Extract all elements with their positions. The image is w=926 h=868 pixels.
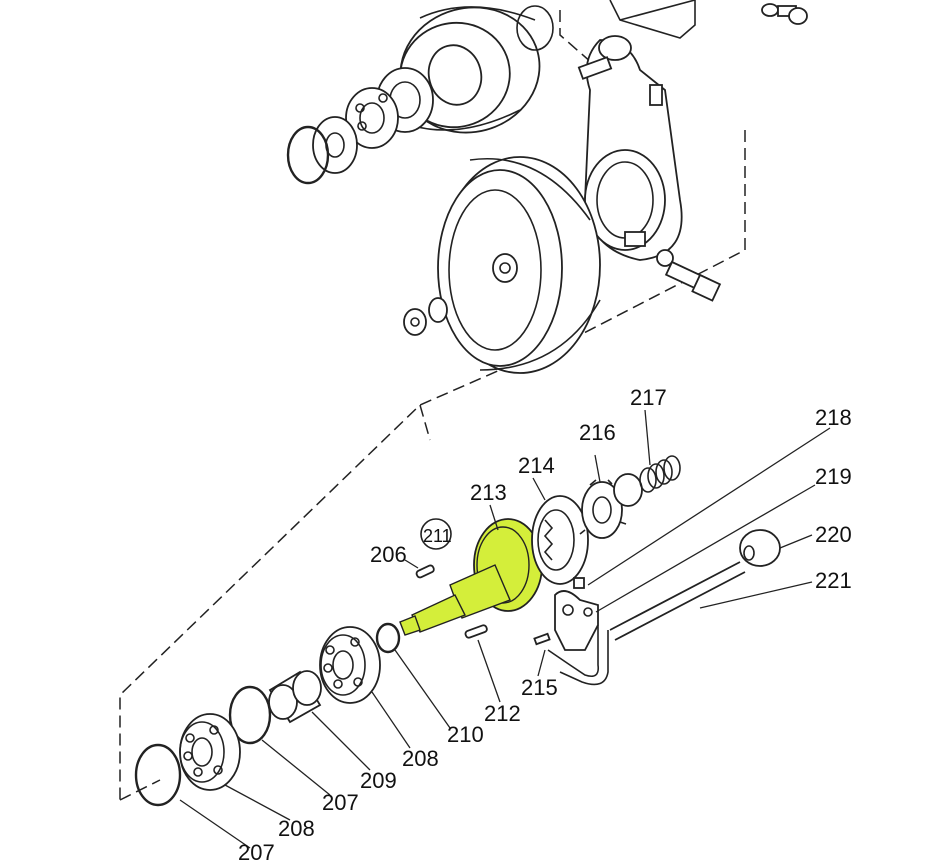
callout-208-right: 208 [402,746,439,771]
tensioner-arm [577,35,722,302]
screw-top-right [761,3,808,25]
callout-213: 213 [470,480,507,505]
part-213-shaft-flange [399,518,543,636]
callout-207-right: 207 [322,790,359,815]
part-207-circlip-left [134,743,182,807]
part-221-handle-rod [547,561,746,686]
callout-217: 217 [630,385,667,410]
callout-211: 211 [423,526,452,546]
callout-216: 216 [579,420,616,445]
part-209-spacer-sleeve [268,670,322,724]
callout-207-left: 207 [238,840,275,865]
callout-210: 210 [447,722,484,747]
part-208-bearing-right [319,626,381,704]
part-215-lever-bracket [533,590,599,651]
part-217-spring [613,455,681,507]
callout-labels: 207 208 207 209 208 210 212 206 211 213 … [238,385,852,865]
part-208-bearing-left [179,713,241,791]
callout-206: 206 [370,542,407,567]
callout-209: 209 [360,768,397,793]
part-210-circlip [375,622,401,654]
part-214-gear-housing [531,495,589,585]
callout-220: 220 [815,522,852,547]
callout-214: 214 [518,453,555,478]
callout-218: 218 [815,405,852,430]
callout-221: 221 [815,568,852,593]
upper-pulley-assembly [286,5,554,185]
callout-219: 219 [815,464,852,489]
part-216-pinion [579,479,627,539]
callout-208-left: 208 [278,816,315,841]
part-206-key [415,564,435,579]
part-218-clip [573,577,585,589]
callout-212: 212 [484,701,521,726]
leader-lines [179,409,831,849]
callout-circle-211 [420,518,452,550]
part-207-circlip-right [228,685,272,745]
callout-215: 215 [521,675,558,700]
motor-housing [609,0,696,39]
part-212-pin [464,624,488,639]
large-pulley [403,156,601,374]
part-220-knob [739,529,781,567]
